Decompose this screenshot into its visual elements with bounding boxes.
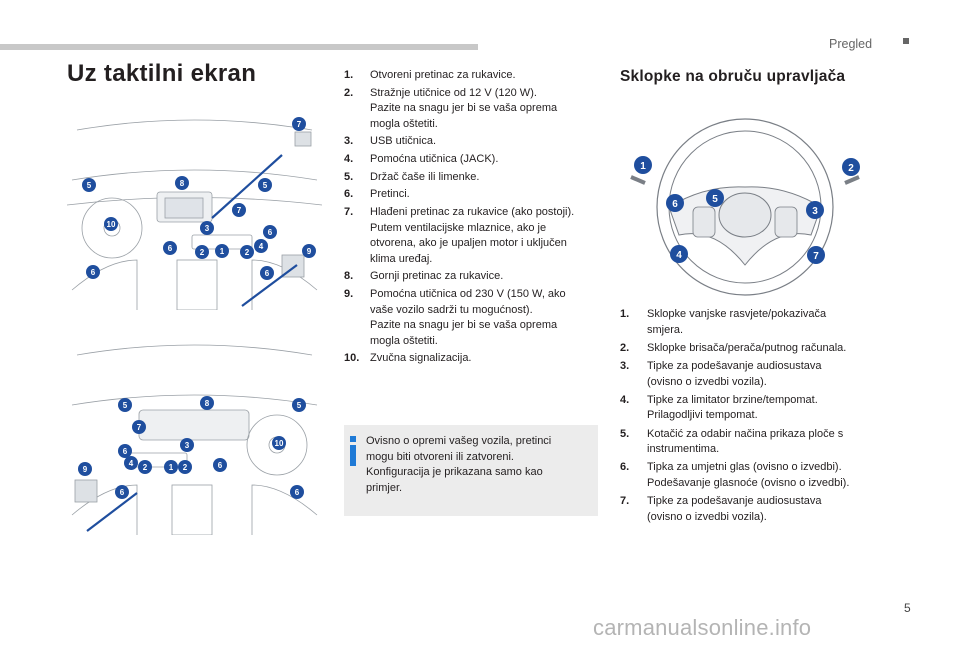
page-title: Uz taktilni ekran [67,60,257,87]
marker-2: 2 [200,248,205,257]
marker-2: 2 [183,463,188,472]
marker-4: 4 [676,250,682,261]
list-item: 8.Gornji pretinac za rukavice. [344,270,504,283]
marker-6: 6 [123,447,128,456]
list-item: 7.Tipke za podešavanje audiosustava(ovis… [620,495,822,523]
marker-3: 3 [205,224,210,233]
list-item: 4.Tipke za limitator brzine/tempomat.Pri… [620,393,818,422]
marker-5: 5 [123,401,128,410]
list-item: 5.Kotačić za odabir načina prikaza ploče… [620,427,844,456]
marker-6: 6 [91,268,96,277]
list-item: 7.Hlađeni pretinac za rukavice (ako post… [344,206,575,265]
marker-1: 1 [640,161,646,172]
marker-6: 6 [295,488,300,497]
info-note-text: Ovisno o opremi vašeg vozila, pretinci m… [366,435,552,494]
list-item: 4.Pomoćna utičnica (JACK). [344,153,499,166]
marker-6: 6 [268,228,273,237]
marker-8: 8 [205,399,210,408]
marker-7: 7 [297,120,302,129]
marker-4: 4 [259,242,264,251]
list-item: 6.Pretinci. [344,188,410,201]
marker-9: 9 [83,465,88,474]
list-item: 2.Stražnje utičnice od 12 V (120 W).Pazi… [344,86,558,130]
watermark: carmanualsonline.info [593,615,812,640]
marker-4: 4 [129,459,134,468]
list-item: 2.Sklopke brisača/perača/putnog računala… [620,341,847,354]
list-item: 5.Držač čaše ili limenke. [344,170,480,183]
steering-wheel-figure: 1 2 6 5 3 4 7 [630,118,860,296]
cockpit-lhd-figure: 7 5 8 5 10 7 3 6 6 2 1 2 4 9 6 6 [67,117,322,310]
marker-2: 2 [848,163,854,174]
marker-1: 1 [169,463,174,472]
marker-6: 6 [218,461,223,470]
section-marker [903,38,909,44]
marker-9: 9 [307,247,312,256]
marker-6: 6 [672,199,678,210]
info-icon [350,436,356,466]
marker-7: 7 [137,423,142,432]
list-item: 3.USB utičnica. [344,135,437,148]
page-number: 5 [904,601,911,615]
header-rule [0,44,478,50]
marker-5: 5 [87,181,92,190]
marker-10: 10 [275,439,284,448]
marker-2: 2 [143,463,148,472]
section-name: Pregled [829,37,873,51]
marker-7: 7 [813,251,819,262]
list-item: 1.Otvoreni pretinac za rukavice. [344,69,516,81]
marker-8: 8 [180,179,185,188]
marker-3: 3 [185,441,190,450]
info-note: Ovisno o opremi vašeg vozila, pretinci m… [344,425,598,516]
list-item: 10.Zvučna signalizacija. [344,352,472,365]
list-item: 6.Tipka za umjetni glas (ovisno o izvedb… [620,461,850,489]
marker-5: 5 [712,194,718,205]
marker-6: 6 [265,269,270,278]
marker-6: 6 [120,488,125,497]
marker-10: 10 [107,220,116,229]
marker-6: 6 [168,244,173,253]
cockpit-rhd-figure: 5 8 5 7 10 3 6 9 4 2 1 2 6 6 6 [71,344,318,535]
section-title: Sklopke na obruču upravljača [620,68,846,85]
marker-5: 5 [297,401,302,410]
list-item: 3.Tipke za podešavanje audiosustava(ovis… [620,360,822,388]
marker-7: 7 [237,206,242,215]
storage-items-list: 1.Otvoreni pretinac za rukavice. 2.Straž… [344,68,599,369]
marker-2: 2 [245,248,250,257]
marker-1: 1 [220,247,225,256]
marker-5: 5 [263,181,268,190]
marker-3: 3 [812,206,818,217]
